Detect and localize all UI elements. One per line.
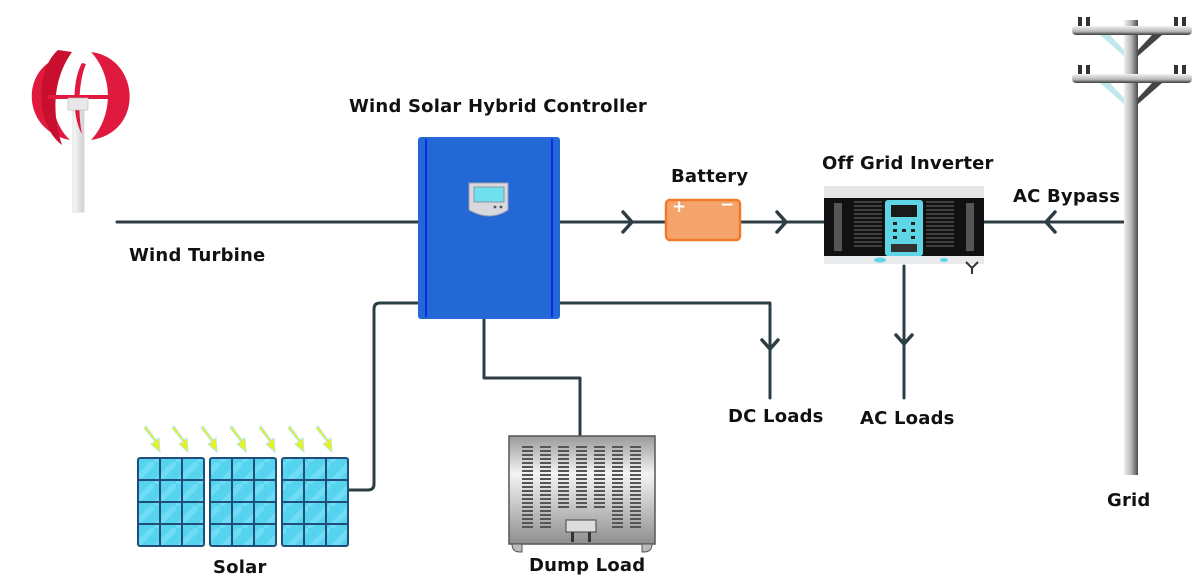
off-grid-inverter-icon xyxy=(824,186,984,274)
battery-icon xyxy=(664,198,742,242)
inverter-label: Off Grid Inverter xyxy=(822,153,994,174)
arrow-down-icon xyxy=(760,338,780,351)
ac-loads-label: AC Loads xyxy=(860,408,955,429)
wire-controller-to-dump-load xyxy=(482,316,582,438)
grid-label: Grid xyxy=(1107,490,1151,511)
battery-plus-icon: + xyxy=(672,197,687,217)
dump-load-icon xyxy=(508,435,656,553)
controller-label: Wind Solar Hybrid Controller xyxy=(349,96,647,117)
sunlight-arrow-icon xyxy=(287,425,305,454)
sunlight-arrow-icon xyxy=(171,425,189,454)
solar-label: Solar xyxy=(213,557,267,578)
arrow-right-icon xyxy=(621,210,634,234)
ac-bypass-label: AC Bypass xyxy=(1013,186,1121,207)
wires xyxy=(115,220,1127,492)
hybrid-controller-icon xyxy=(418,137,560,319)
wire-controller-to-dc-loads xyxy=(556,301,772,400)
sunlight-arrow-icon xyxy=(258,425,276,454)
battery-label: Battery xyxy=(671,166,749,187)
wire-solar-to-controller xyxy=(346,301,422,492)
sunlight-arrow-icon xyxy=(315,425,333,454)
dc-loads-label: DC Loads xyxy=(728,406,824,427)
wind-turbine-label: Wind Turbine xyxy=(129,245,266,266)
arrow-left-icon xyxy=(1044,210,1057,234)
sunlight-arrow-icon xyxy=(229,425,247,454)
arrow-down-icon xyxy=(894,333,914,346)
flow-arrows xyxy=(621,210,1057,351)
dump-load-label: Dump Load xyxy=(529,555,646,576)
wind-turbine-icon xyxy=(31,50,130,213)
arrow-right-icon xyxy=(775,210,788,234)
sunlight-arrow-icon xyxy=(200,425,218,454)
sunlight-arrow-icon xyxy=(143,425,161,454)
utility-pole-icon xyxy=(1072,17,1192,475)
battery-minus-icon: − xyxy=(720,195,735,215)
solar-panels-icon xyxy=(137,425,349,547)
